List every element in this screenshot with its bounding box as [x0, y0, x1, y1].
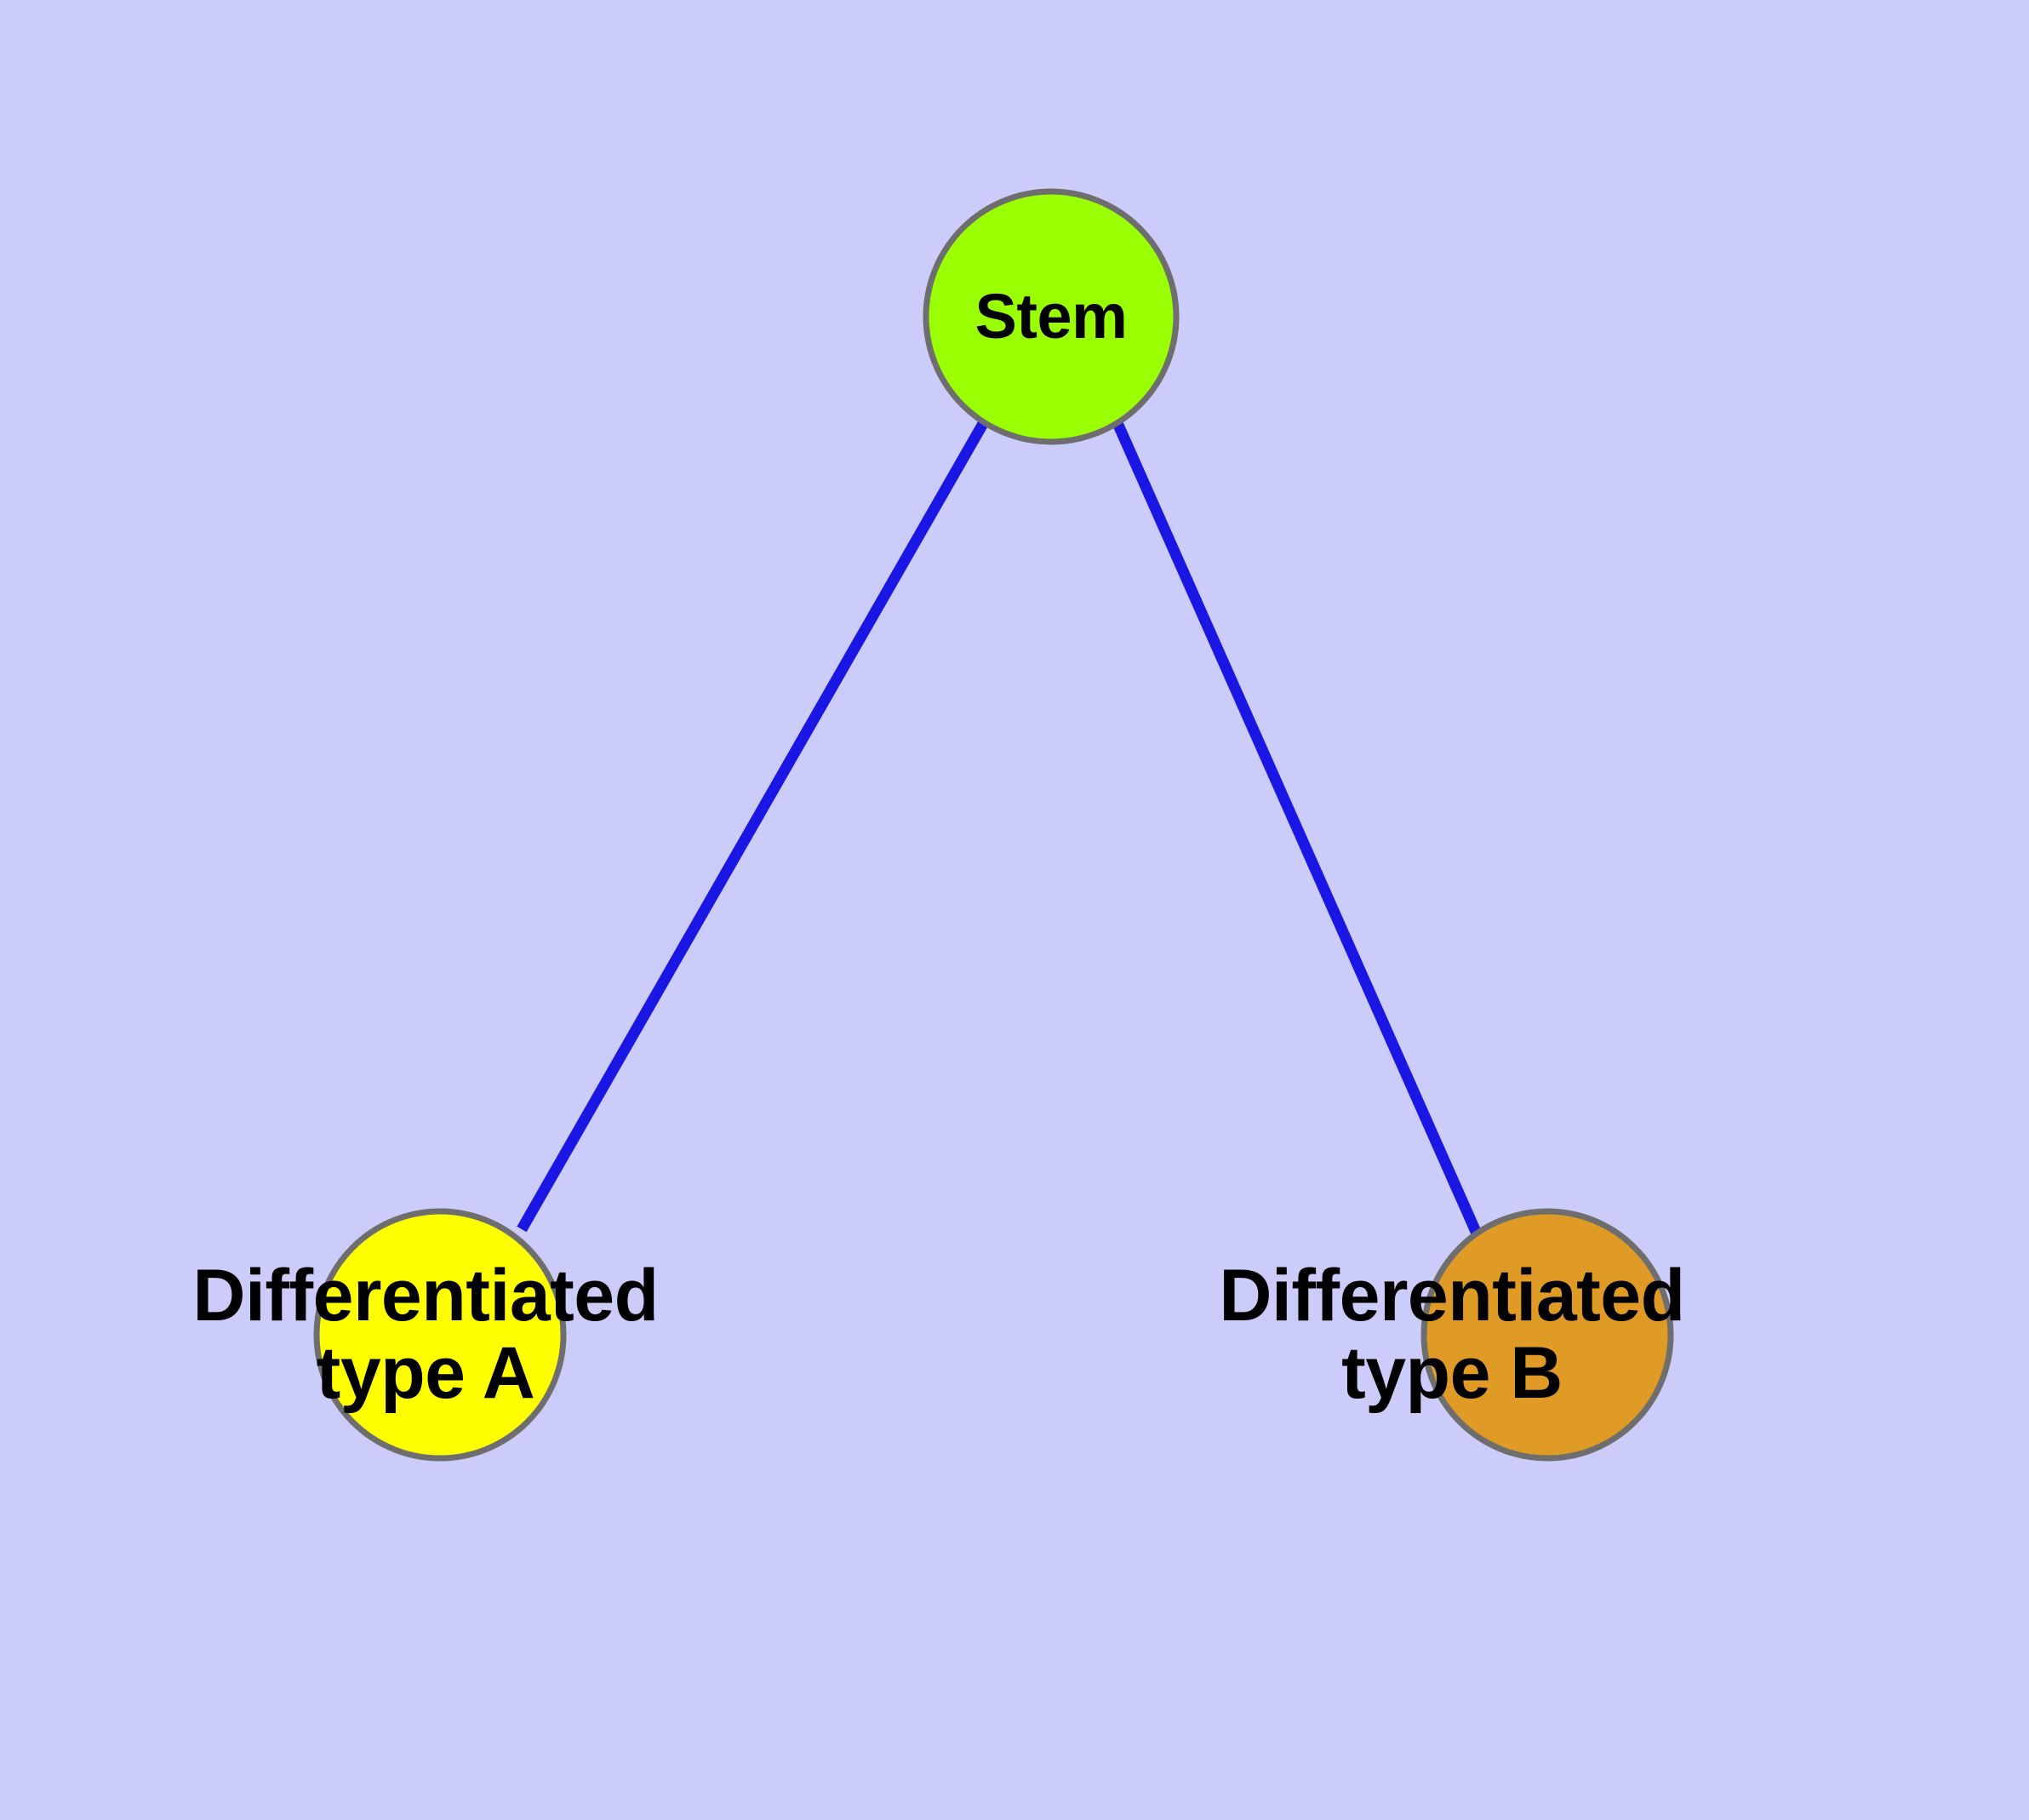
edges-group: [517, 419, 1482, 1236]
edge-stem-to-diff-b[interactable]: [1112, 421, 1482, 1236]
edge-stem-to-diff-a[interactable]: [517, 419, 989, 1233]
node-diff-b[interactable]: [1420, 1208, 1674, 1462]
nodes-group: [313, 188, 1674, 1462]
node-stem[interactable]: [923, 188, 1180, 445]
node-diff-a[interactable]: [313, 1208, 567, 1462]
